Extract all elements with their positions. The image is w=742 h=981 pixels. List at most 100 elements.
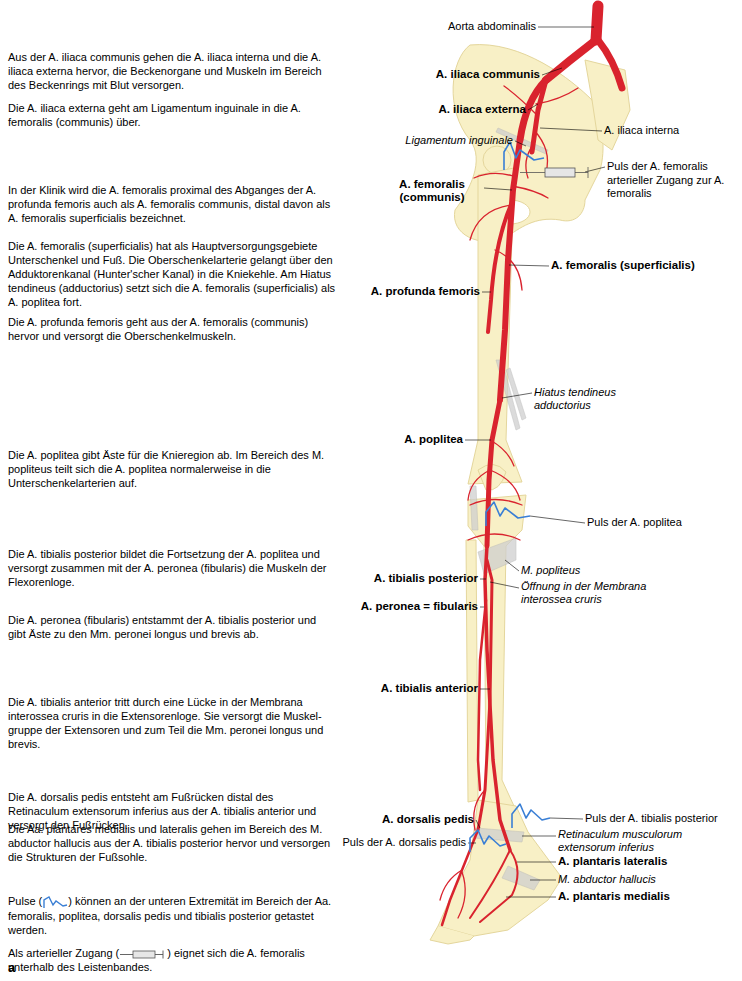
leader-line [528,104,538,110]
artery-label: A. profunda femoris [371,285,480,298]
profunda [488,200,513,332]
leader-line [502,393,532,398]
leader-line [515,141,526,146]
leader-line [476,820,480,828]
description-text: Aus der A. iliaca communis gehen die A. … [8,50,336,92]
internal-iliac [532,80,546,152]
leader-line [540,128,602,131]
pulse-label: Puls der A. tibialis posterior [585,812,718,825]
branch [470,500,522,506]
branch [534,130,548,172]
structure-label: Hiatus tendineus adductorius [534,386,639,412]
leader-line [522,836,556,837]
branch [526,145,533,178]
small-branches [440,86,578,918]
leader-line [530,516,585,523]
description-text: Als arterieller Zugang ( [8,947,119,959]
leader-lines [465,27,605,897]
leader-line [530,880,556,881]
pulse-symbol [470,830,506,852]
artery-label: Aorta abdominalis [448,20,536,33]
artery-label: A. plantaris medialis [558,890,670,903]
access-label: arterieller Zugang zur A. femoralis [607,174,725,200]
description-text: Die A. iliaca externa geht am Ligamentum… [8,101,336,129]
description-text: Die Aa. plantares medialis und lateralis… [8,822,336,864]
description-text: Die A. tibialis posterior bildet die For… [8,547,336,589]
pulse-label: Puls der A. dorsalis pedis [342,836,466,849]
plantaris-lateralis [480,850,518,922]
description-text: In der Klinik wird die A. femoralis prox… [8,183,336,225]
pulse-symbol [512,804,550,828]
peronea [478,600,486,790]
branch [468,470,490,500]
soft-tissue [470,128,548,890]
artery-label: A. iliaca communis [436,68,540,81]
artery-label: A. plantaris lateralis [558,855,667,868]
structure-label: M. abductor hallucis [558,873,656,886]
branch [490,440,514,466]
leader-line [538,27,594,28]
description-text: Als arterieller Zugang () eignet sich di… [8,946,336,974]
branch [536,88,578,104]
leader-line [506,897,556,898]
abductor-hallucis [502,866,540,890]
pulse-wave [44,897,67,908]
artery-label: A. poplitea [404,433,463,446]
sacrum [585,60,630,150]
artery-label: A. femoralis (communis) [382,178,482,204]
leader-line [542,68,562,75]
artery-label: A. peronea = fibularis [361,600,478,613]
pulse-marks [470,142,550,852]
leader-line [465,440,491,441]
structure-label: Retinaculum musculorum extensorum inferi… [558,828,738,854]
pulse-symbol [486,502,530,526]
common-iliac-right [598,40,622,88]
description-text: Die A. femoralis (superficialis) hat als… [8,239,336,309]
structure-label: M. popliteus [521,564,580,577]
syringe-needle [120,950,163,958]
description-text: Pulse () können an der unteren Extremitä… [8,894,336,937]
branch [495,250,522,290]
knee-ligament [470,486,478,530]
branch [512,186,548,198]
syringe-symbol [119,949,167,960]
branch [440,870,462,900]
pulse-symbol [42,896,68,909]
description-text: Die A. peronea (fibularis) entstammt der… [8,613,336,641]
branch [458,872,465,918]
branch [490,470,520,500]
syringe-body [133,951,155,958]
leader-line [505,560,519,571]
toes [430,926,474,944]
pulse-symbol [504,142,544,170]
syringe-symbol [520,167,588,178]
branch [468,534,520,540]
artery-label: A. tibialis anterior [381,682,478,695]
leader-line [480,689,490,690]
aorta [596,6,598,40]
leader-line [550,818,583,819]
leader-line [480,579,486,580]
popliteal [487,400,500,546]
branch [474,790,485,830]
leader-line [509,265,549,266]
figure-letter: a [8,961,15,974]
structure-label: Ligamentum inguinale [405,134,513,147]
leader-line [482,292,491,293]
artery-label: A. iliaca externa [438,103,526,116]
artery-label: A. tibialis posterior [374,572,478,585]
artery-label: A. iliaca interna [604,124,679,137]
artery-label: A. dorsalis pedis [382,813,474,826]
syringe-body [545,168,575,177]
leader-line [484,188,512,190]
leader-line [490,582,519,588]
description-text: Die A. tibialis anterior tritt durch ein… [8,695,336,751]
pulse-label: Puls der A. poplitea [587,516,682,529]
description-text: Die A. profunda femoris geht aus der A. … [8,315,336,343]
artery-label: A. femoralis (superficialis) [551,259,695,272]
structure-label: Öffnung in der Membrana interossea cruri… [521,580,661,606]
syringe-needle [520,167,588,178]
popliteus-muscle [478,538,516,574]
plantaris-medialis [470,850,510,918]
description-text: Pulse ( [8,895,42,907]
